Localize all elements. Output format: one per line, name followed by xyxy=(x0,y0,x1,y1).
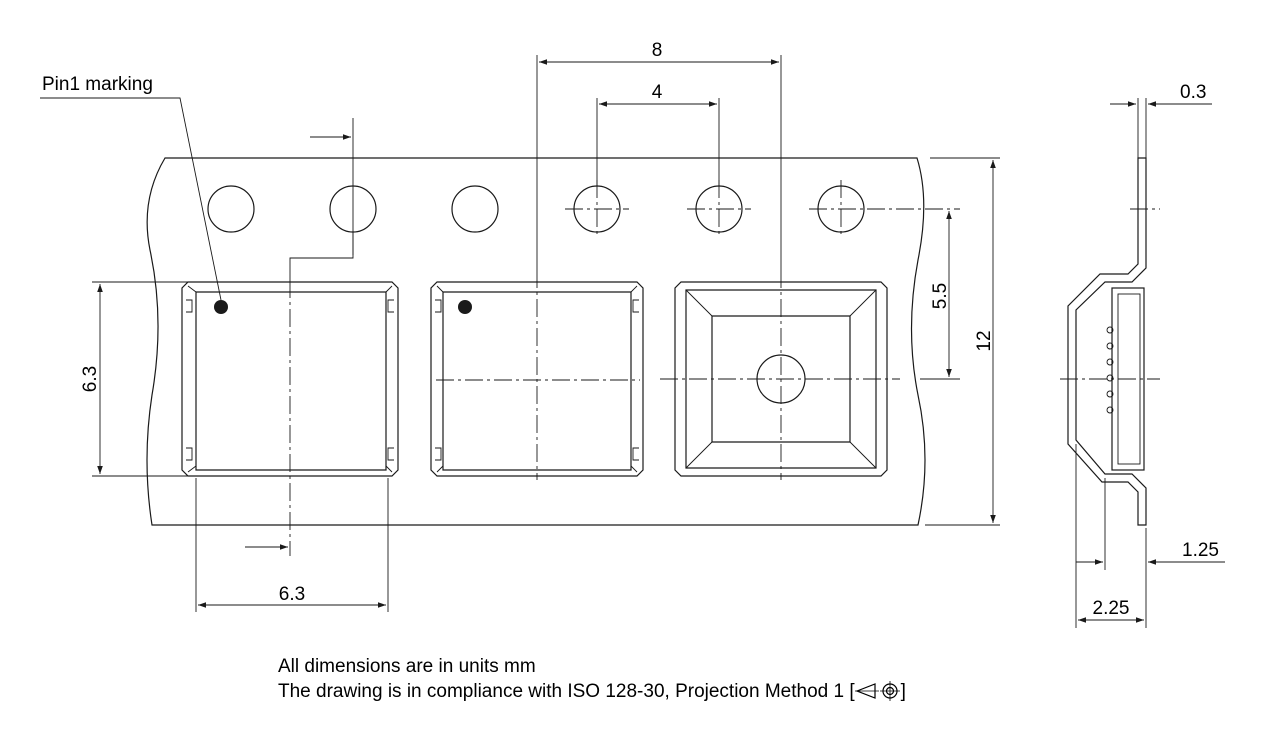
sprocket-holes xyxy=(207,180,960,238)
pocket-3 xyxy=(660,281,900,477)
dim-thickness: 0.3 xyxy=(1180,82,1206,103)
sprocket-hole xyxy=(207,185,255,233)
standard-note: The drawing is in compliance with ISO 12… xyxy=(278,681,906,703)
pin1-dot xyxy=(458,300,472,314)
dim-tape-width: 12 xyxy=(974,330,995,351)
projection-method-1-icon xyxy=(854,681,900,701)
units-note: All dimensions are in units mm xyxy=(278,656,536,677)
sprocket-hole xyxy=(451,185,499,233)
dim-pitch-sprocket: 4 xyxy=(652,82,663,103)
standard-text: The drawing is in compliance with ISO 12… xyxy=(278,681,855,702)
pocket-1 xyxy=(181,281,399,477)
dim-pocket-width: 6.3 xyxy=(279,584,305,605)
dim-hole-offset: 5.5 xyxy=(930,283,951,309)
dim-pocket-height: 6.3 xyxy=(80,366,101,392)
pin1-label: Pin1 marking xyxy=(42,74,153,95)
dim-overall-depth: 2.25 xyxy=(1093,598,1130,619)
pocket-2 xyxy=(430,281,644,477)
pin1-dot xyxy=(214,300,228,314)
standard-close: ] xyxy=(900,681,906,702)
dim-pitch-total: 8 xyxy=(652,40,663,61)
dim-pocket-depth: 1.25 xyxy=(1182,540,1219,561)
side-section-view xyxy=(1060,157,1160,526)
carrier-tape-outline xyxy=(146,157,926,526)
